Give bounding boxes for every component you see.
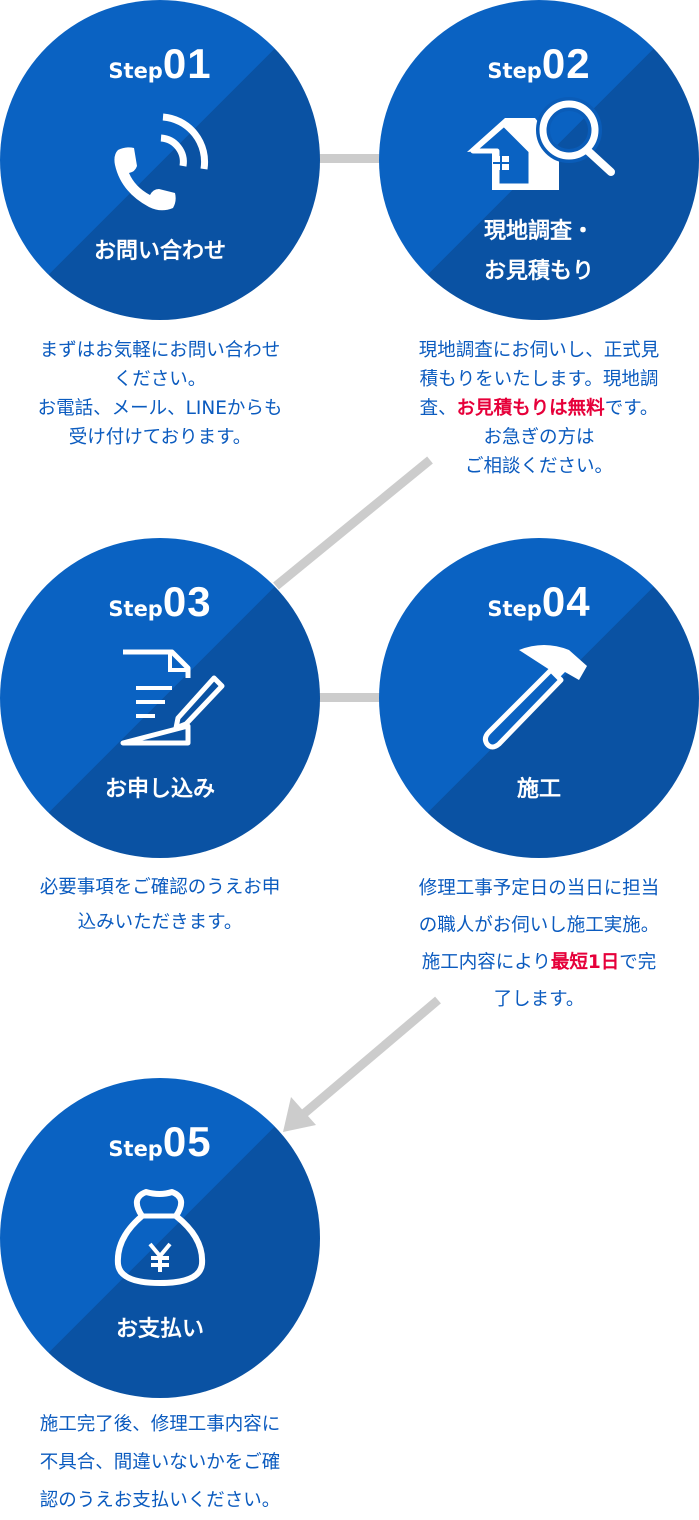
- step-word: Step: [487, 597, 542, 621]
- desc-line: お急ぎの方は: [483, 427, 595, 448]
- desc-line: 現地調査にお伺いし、正式見: [418, 340, 660, 361]
- desc-text: です。: [604, 398, 659, 419]
- step-1-description: まずはお気軽にお問い合わせ ください。 お電話、メール、LINEからも 受け付け…: [0, 336, 325, 452]
- arrowhead-icon: [283, 1097, 316, 1132]
- connector-4-5: [297, 996, 441, 1121]
- step-word: Step: [108, 597, 163, 621]
- step-3-circle: Step03 お申し込み: [0, 538, 320, 858]
- step-title: お問い合わせ: [93, 239, 226, 264]
- desc-line: 込みいただきます。: [77, 912, 243, 933]
- connector-3-4: [318, 693, 382, 702]
- step-title: お支払い: [115, 1317, 204, 1342]
- desc-line: ご相談ください。: [464, 456, 613, 477]
- desc-line: 積もりをいたします。現地調: [419, 369, 659, 390]
- step-title: 施工: [516, 777, 561, 802]
- step-1-circle: Step01 お問い合わせ: [0, 0, 320, 320]
- step-number: 04: [541, 578, 591, 625]
- step-5-description: 施工完了後、修理工事内容に 不具合、間違いないかをご確 認のうえお支払いください…: [0, 1406, 325, 1520]
- step-label: Step05: [0, 1118, 320, 1166]
- house-search-icon: [467, 97, 615, 190]
- step-4-circle: Step04 施工: [379, 538, 699, 858]
- desc-line: 必要事項をご確認のうえお申: [39, 877, 281, 898]
- step-label: Step03: [0, 578, 320, 626]
- step-word: Step: [108, 59, 163, 83]
- step-2-circle: Step02 現地調査・ お見積もり: [379, 0, 699, 320]
- title-line: お見積もり: [483, 259, 594, 284]
- document-pen-icon: [120, 649, 225, 746]
- desc-line: 施工完了後、修理工事内容に: [39, 1414, 281, 1435]
- desc-line: ください。: [113, 369, 207, 390]
- step-word: Step: [487, 59, 542, 83]
- shortest-1-day-highlight: 最短1日: [550, 952, 620, 973]
- desc-line: 受け付けております。: [68, 427, 252, 448]
- step-2-description: 現地調査にお伺いし、正式見 積もりをいたします。現地調 査、お見積もりは無料です…: [374, 336, 699, 481]
- desc-text: 施工内容により: [421, 952, 551, 973]
- step-label: Step02: [379, 40, 699, 88]
- step-title: 現地調査・ お見積もり: [379, 212, 699, 292]
- desc-line: 了します。: [493, 989, 585, 1010]
- desc-line: 査、お見積もりは無料です。: [374, 394, 699, 423]
- step-number: 03: [162, 578, 212, 625]
- desc-line: お電話、メール、LINEからも: [37, 398, 283, 419]
- step-5-circle: Step05 お支払い: [0, 1078, 320, 1398]
- step-4-description: 修理工事予定日の当日に担当 の職人がお伺いし施工実施。 施工内容により最短1日で…: [374, 870, 699, 1018]
- desc-text: 査、: [419, 398, 457, 419]
- desc-line: 修理工事予定日の当日に担当: [418, 878, 660, 899]
- hammer-icon: [482, 645, 587, 750]
- phone-icon: [114, 113, 209, 211]
- desc-line: 認のうえお支払いください。: [39, 1490, 281, 1511]
- money-bag-yen-icon: [114, 1189, 206, 1286]
- step-3-description: 必要事項をご確認のうえお申 込みいただきます。: [0, 870, 325, 940]
- desc-line: の職人がお伺いし施工実施。: [418, 915, 660, 936]
- desc-text: で完: [619, 952, 657, 973]
- connector-2-3: [273, 456, 433, 590]
- step-number: 01: [162, 40, 212, 87]
- step-title: お申し込み: [104, 777, 215, 802]
- step-number: 05: [162, 1118, 212, 1165]
- step-number: 02: [541, 40, 591, 87]
- step-word: Step: [108, 1137, 163, 1161]
- desc-line: 不具合、間違いないかをご確: [39, 1452, 281, 1473]
- desc-line: まずはお気軽にお問い合わせ: [39, 340, 281, 361]
- title-line: 現地調査・: [483, 219, 594, 244]
- step-label: Step01: [0, 40, 320, 88]
- free-estimate-highlight: お見積もりは無料: [456, 398, 605, 419]
- step-label: Step04: [379, 578, 699, 626]
- connector-1-2: [318, 154, 382, 163]
- desc-line: 施工内容により最短1日で完: [374, 944, 699, 981]
